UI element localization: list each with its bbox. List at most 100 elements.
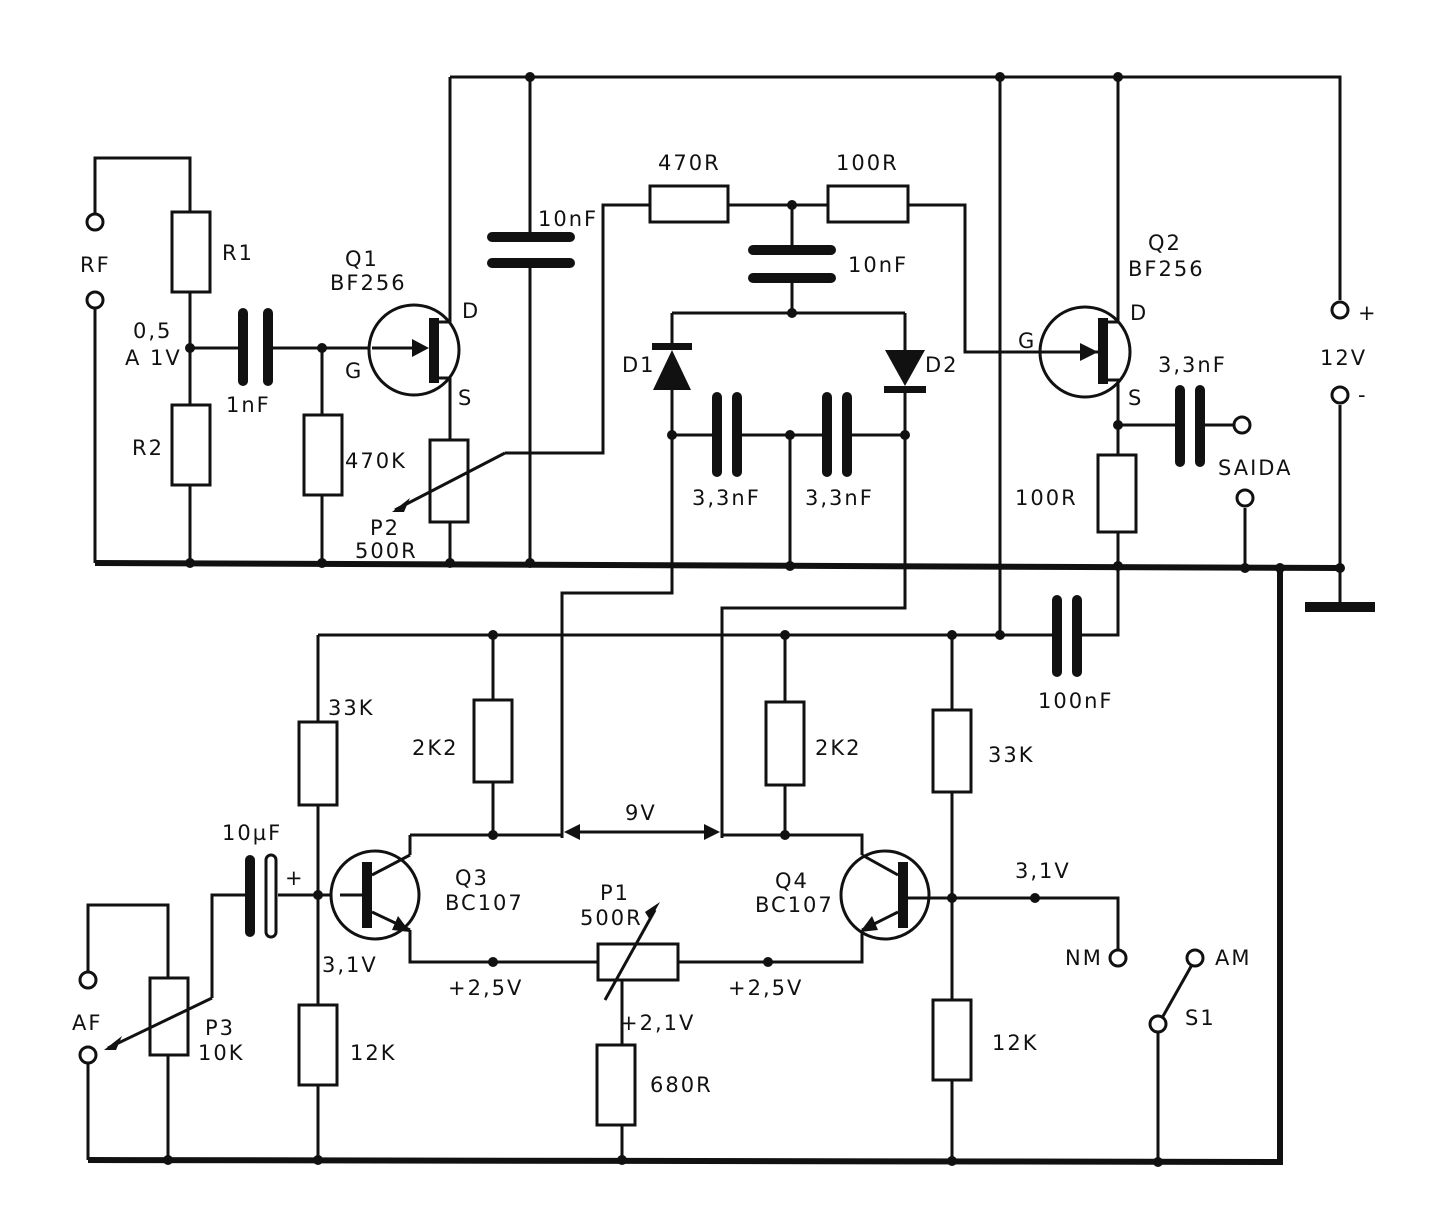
capacitors bbox=[238, 232, 1205, 939]
r470k-label: 470K bbox=[345, 449, 407, 473]
c100nf-label: 100nF bbox=[1038, 689, 1113, 713]
supply-label: 12V bbox=[1320, 346, 1367, 370]
q3-type: BC107 bbox=[445, 891, 524, 915]
r2-label: R2 bbox=[132, 436, 164, 460]
p1-value: 500R bbox=[580, 906, 643, 930]
af-terminal-top bbox=[78, 970, 98, 990]
s1-label: S1 bbox=[1185, 1006, 1216, 1030]
input-level-line1: 0,5 bbox=[133, 319, 172, 343]
q2-type: BF256 bbox=[1128, 257, 1205, 281]
minus-label: - bbox=[1358, 383, 1368, 407]
rf-terminal-bottom bbox=[85, 290, 105, 310]
r470r-label: 470R bbox=[658, 151, 721, 175]
q1-type: BF256 bbox=[330, 271, 407, 295]
v9-label: 9V bbox=[625, 801, 657, 825]
resistor-100r-top bbox=[826, 184, 910, 224]
p2-name: P2 bbox=[370, 516, 400, 540]
c33-out-label: 3,3nF bbox=[1158, 353, 1227, 377]
r1-label: R1 bbox=[222, 241, 254, 265]
resistor-12k-left bbox=[297, 1003, 339, 1087]
diode-d2-icon bbox=[885, 350, 925, 386]
resistor-12k-right bbox=[931, 998, 973, 1082]
c1nf-label: 1nF bbox=[226, 393, 271, 417]
v25-right-label: +2,5V bbox=[728, 976, 803, 1000]
transistor-q4-icon bbox=[839, 849, 931, 941]
resistor-2k2-left bbox=[472, 698, 514, 784]
transistor-q2-icon bbox=[1038, 305, 1132, 399]
pot-wipers bbox=[104, 451, 660, 1050]
resistor-680r bbox=[595, 1043, 637, 1127]
d1-label: D1 bbox=[622, 353, 656, 377]
r33k-right-label: 33K bbox=[988, 743, 1035, 767]
q4-name: Q4 bbox=[775, 869, 809, 893]
terminals bbox=[78, 212, 1350, 1065]
diode-d1-icon bbox=[653, 350, 691, 390]
wires bbox=[86, 75, 1342, 1162]
rf-label: RF bbox=[80, 253, 111, 277]
q2-g-label: G bbox=[1018, 329, 1036, 353]
rf-terminal-top bbox=[85, 212, 105, 232]
am-terminal bbox=[1185, 948, 1205, 968]
r2k2-left-label: 2K2 bbox=[412, 736, 459, 760]
p3-value: 10K bbox=[198, 1041, 245, 1065]
voltage-arrow-icon bbox=[564, 824, 720, 840]
plus-label: + bbox=[1358, 301, 1378, 325]
q4-type: BC107 bbox=[755, 893, 834, 917]
q1-name: Q1 bbox=[345, 247, 379, 271]
resistor-2k2-right bbox=[764, 700, 806, 787]
s1-pivot-terminal bbox=[1148, 1014, 1168, 1034]
af-terminal-bottom bbox=[78, 1045, 98, 1065]
q2-s-label: S bbox=[1128, 386, 1143, 410]
junctions bbox=[163, 72, 1345, 1167]
transistor-q3-icon bbox=[329, 849, 421, 941]
nm-label: NM bbox=[1065, 946, 1103, 970]
r12k-left-label: 12K bbox=[350, 1041, 397, 1065]
r33k-left-label: 33K bbox=[328, 696, 375, 720]
r12k-right-label: 12K bbox=[992, 1031, 1039, 1055]
q3-name: Q3 bbox=[455, 866, 489, 890]
c10nf-mid-label: 10nF bbox=[848, 253, 908, 277]
output-terminal-top bbox=[1232, 415, 1252, 435]
resistor-470r bbox=[648, 184, 730, 224]
r2k2-right-label: 2K2 bbox=[815, 736, 862, 760]
resistor-470k bbox=[302, 413, 344, 497]
c33-right-label: 3,3nF bbox=[805, 486, 874, 510]
supply-minus-terminal bbox=[1330, 385, 1350, 405]
resistor-33k-left bbox=[297, 720, 339, 807]
p1-name: P1 bbox=[600, 881, 630, 905]
c10uf-plus-label: + bbox=[285, 866, 305, 890]
af-label: AF bbox=[72, 1011, 102, 1035]
resistor-r2 bbox=[170, 403, 212, 487]
v31-left-label: 3,1V bbox=[322, 953, 378, 977]
am-label: AM bbox=[1215, 946, 1251, 970]
d2-label: D2 bbox=[925, 353, 959, 377]
labels: RF R1 R2 0,5 A 1V 1nF 470K Q1 BF256 D G … bbox=[72, 151, 1378, 1097]
q2-name: Q2 bbox=[1148, 231, 1182, 255]
output-label: SAIDA bbox=[1218, 456, 1292, 480]
q1-s-label: S bbox=[458, 386, 473, 410]
pot-p3-body bbox=[148, 976, 190, 1057]
r100r-q2-label: 100R bbox=[1015, 486, 1078, 510]
c33-left-label: 3,3nF bbox=[692, 486, 761, 510]
q2-d-label: D bbox=[1130, 301, 1148, 325]
p3-name: P3 bbox=[205, 1016, 235, 1040]
q1-g-label: G bbox=[345, 359, 363, 383]
q1-d-label: D bbox=[462, 299, 480, 323]
v21-label: +2,1V bbox=[620, 1011, 695, 1035]
nm-terminal bbox=[1108, 948, 1128, 968]
p2-value: 500R bbox=[355, 539, 418, 563]
diodes bbox=[652, 343, 926, 393]
resistors bbox=[148, 184, 1138, 1127]
supply-plus-terminal bbox=[1330, 300, 1350, 320]
v25-left-label: +2,5V bbox=[448, 976, 523, 1000]
c10uf-label: 10µF bbox=[222, 821, 282, 845]
v31-right-label: 3,1V bbox=[1015, 859, 1071, 883]
c10nf-left-label: 10nF bbox=[538, 207, 598, 231]
r100r-top-label: 100R bbox=[836, 151, 899, 175]
resistor-r1 bbox=[170, 210, 212, 294]
input-level-line2: A 1V bbox=[125, 346, 182, 370]
resistor-33k-right bbox=[931, 708, 973, 794]
pot-p1-body bbox=[596, 942, 680, 982]
